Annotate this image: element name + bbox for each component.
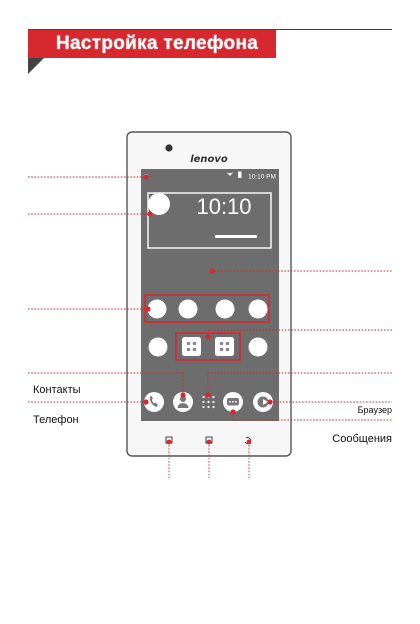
- wifi-icon: [226, 171, 234, 176]
- title-banner: [28, 30, 276, 58]
- apps-grid-icon: [202, 395, 215, 409]
- app-icon: [248, 299, 268, 319]
- brand-logo: lenovo: [190, 154, 228, 165]
- clock-time: 10:10: [196, 194, 251, 219]
- messages-dots: [229, 400, 237, 403]
- weather-icon: [148, 193, 170, 215]
- front-camera-icon: [165, 144, 173, 152]
- folder-highlight: [175, 332, 241, 361]
- banner-fold: [28, 58, 44, 74]
- folder-icon: [215, 337, 234, 356]
- battery-icon: [238, 171, 242, 178]
- app-icon: [148, 337, 168, 357]
- phone-handset-glyph: [149, 395, 158, 407]
- label-phone: Телефон: [33, 414, 79, 426]
- status-time: 10:10 PM: [248, 174, 276, 181]
- callout-lines: [28, 176, 392, 478]
- app-icon: [178, 299, 198, 319]
- page-title: Настройка телефона: [56, 33, 259, 54]
- folder-dots: [186, 341, 230, 352]
- app-row-highlight: [144, 294, 270, 323]
- label-contacts: Контакты: [33, 384, 81, 396]
- browser-arrow-glyph: [263, 399, 268, 405]
- callout-dots: [143, 174, 273, 445]
- contacts-body-glyph: [177, 403, 189, 408]
- app-icon: [147, 299, 167, 319]
- clock-date-bar: [215, 235, 257, 238]
- app-icon: [248, 337, 268, 357]
- label-messages: Сообщения: [332, 433, 392, 445]
- header-rule: [28, 29, 392, 30]
- folder-icon: [182, 337, 201, 356]
- contacts-head-glyph: [180, 396, 186, 402]
- phone-icon: [144, 392, 164, 412]
- label-browser: Браузер: [357, 405, 392, 415]
- clock-widget: [147, 192, 272, 249]
- app-icon: [215, 299, 235, 319]
